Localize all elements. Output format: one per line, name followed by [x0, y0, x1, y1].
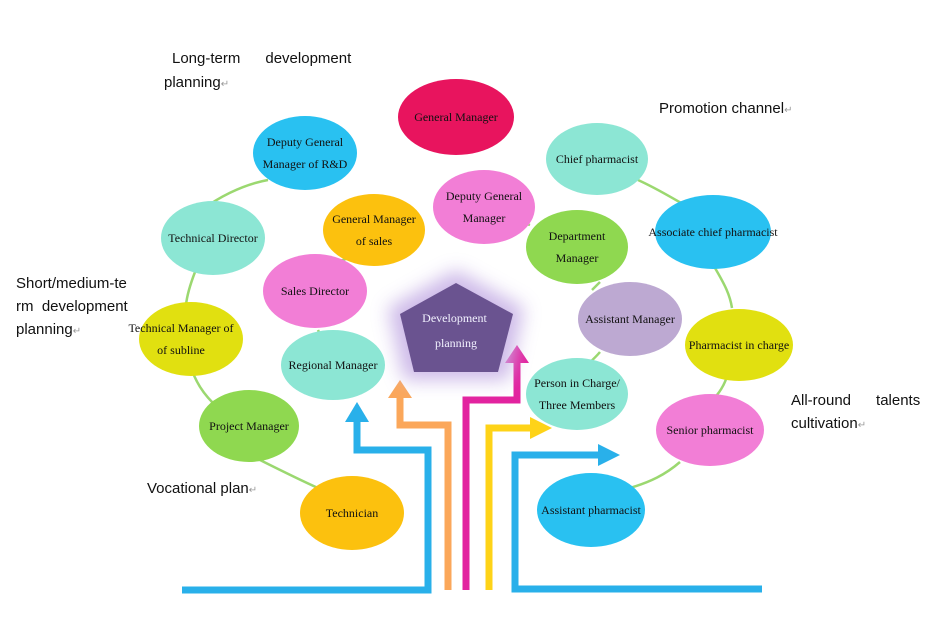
center-label-line1: Development [422, 311, 487, 325]
arrow-orange [396, 395, 452, 590]
node-pharmacist-in-charge-shape [685, 309, 793, 381]
arrow-blue-right-head [598, 444, 620, 466]
node-pharmacist-in-charge-label: Pharmacist in charge [689, 338, 789, 352]
node-associate-chief-pharmacist-label: Associate chief pharmacist [648, 225, 778, 239]
node-general-manager: General Manager [398, 79, 514, 155]
node-technician: Technician [300, 476, 404, 550]
arrow-yellow-head [530, 417, 552, 439]
node-chief-pharmacist-shape [546, 123, 648, 195]
node-assistant-manager-label: Assistant Manager [585, 312, 675, 326]
node-assistant-pharmacist: Assistant pharmacist [537, 473, 645, 547]
node-technical-director-label: Technical Director [168, 231, 257, 245]
node-chief-pharmacist: Chief pharmacist [546, 123, 648, 195]
all-round-line1: All-round talents [791, 392, 921, 409]
node-associate-chief-pharmacist-shape [655, 195, 771, 269]
node-department-manager-shape [526, 210, 628, 284]
node-technical-director-shape [161, 201, 265, 275]
arrow-orange-head [388, 380, 412, 398]
short-term-line2: rm development [16, 298, 128, 315]
node-senior-pharmacist: Senior pharmacist [656, 394, 764, 466]
node-chief-pharmacist-label: Chief pharmacist [556, 152, 639, 166]
node-sales-director-label: Sales Director [281, 284, 349, 298]
short-term-line1: Short/medium-te [16, 275, 127, 292]
short-term-line3: planning [16, 321, 73, 338]
promotion-channel-text: Promotion channel [659, 100, 785, 117]
node-technician-shape [300, 476, 404, 550]
node-regional-manager-label: Regional Manager [289, 358, 378, 372]
node-technical-director: Technical Director [161, 201, 265, 275]
node-assistant-pharmacist-shape [537, 473, 645, 547]
node-deputy-gm-rd-shape [253, 116, 357, 190]
arrow-blue-left-head [345, 402, 369, 422]
node-pharmacist-in-charge: Pharmacist in charge [685, 309, 793, 381]
node-senior-pharmacist-shape [656, 394, 764, 466]
arrows [182, 345, 762, 594]
center-label: Development planning [422, 311, 490, 350]
node-project-manager-shape [199, 390, 299, 462]
vocational-plan-label: Vocational plan↵ [147, 480, 258, 497]
node-person-in-charge: Person in Charge/Three Members [526, 358, 628, 430]
node-associate-chief-pharmacist: Associate chief pharmacist [648, 195, 778, 269]
short-medium-term-planning-label: Short/medium-te rm development planning↵ [16, 272, 146, 343]
node-assistant-manager-shape [578, 282, 682, 356]
node-technical-manager-subline-shape [139, 302, 243, 376]
node-gm-sales-shape [323, 194, 425, 266]
all-round-cultivation-label: All-round talents cultivation↵ [791, 389, 927, 437]
node-general-manager-shape [398, 79, 514, 155]
long-term-line1: Long-term development [172, 50, 352, 67]
node-sales-director-shape [263, 254, 367, 328]
node-assistant-pharmacist-label: Assistant pharmacist [541, 503, 641, 517]
node-project-manager-label: Project Manager [209, 419, 289, 433]
center-pentagon: Development planning [388, 270, 524, 380]
node-project-manager: Project Manager [199, 390, 299, 462]
long-term-planning-label-2: planning↵ [164, 74, 230, 91]
long-term-planning-label: Long-term development [172, 47, 372, 70]
node-technician-label: Technician [326, 506, 378, 520]
arrow-yellow [485, 424, 532, 590]
node-senior-pharmacist-label: Senior pharmacist [667, 423, 755, 437]
arrow-blue-left [182, 420, 432, 594]
node-person-in-charge-shape [526, 358, 628, 430]
node-regional-manager-shape [281, 330, 385, 400]
node-deputy-gm-shape [433, 170, 535, 244]
all-round-line2: cultivation [791, 415, 858, 432]
promotion-channel-label: Promotion channel↵ [659, 100, 793, 117]
node-person-in-charge-label: Person in Charge/Three Members [534, 376, 620, 412]
arrow-magenta [462, 360, 521, 590]
node-regional-manager: Regional Manager [281, 330, 385, 400]
node-sales-director: Sales Director [263, 254, 367, 328]
arrow-blue-right [511, 451, 762, 593]
center-label-line2: planning [435, 336, 477, 350]
vocational-plan-text: Vocational plan [147, 480, 249, 497]
node-general-manager-label: General Manager [414, 110, 498, 124]
long-term-line2: planning [164, 74, 221, 91]
node-assistant-manager: Assistant Manager [578, 282, 682, 356]
